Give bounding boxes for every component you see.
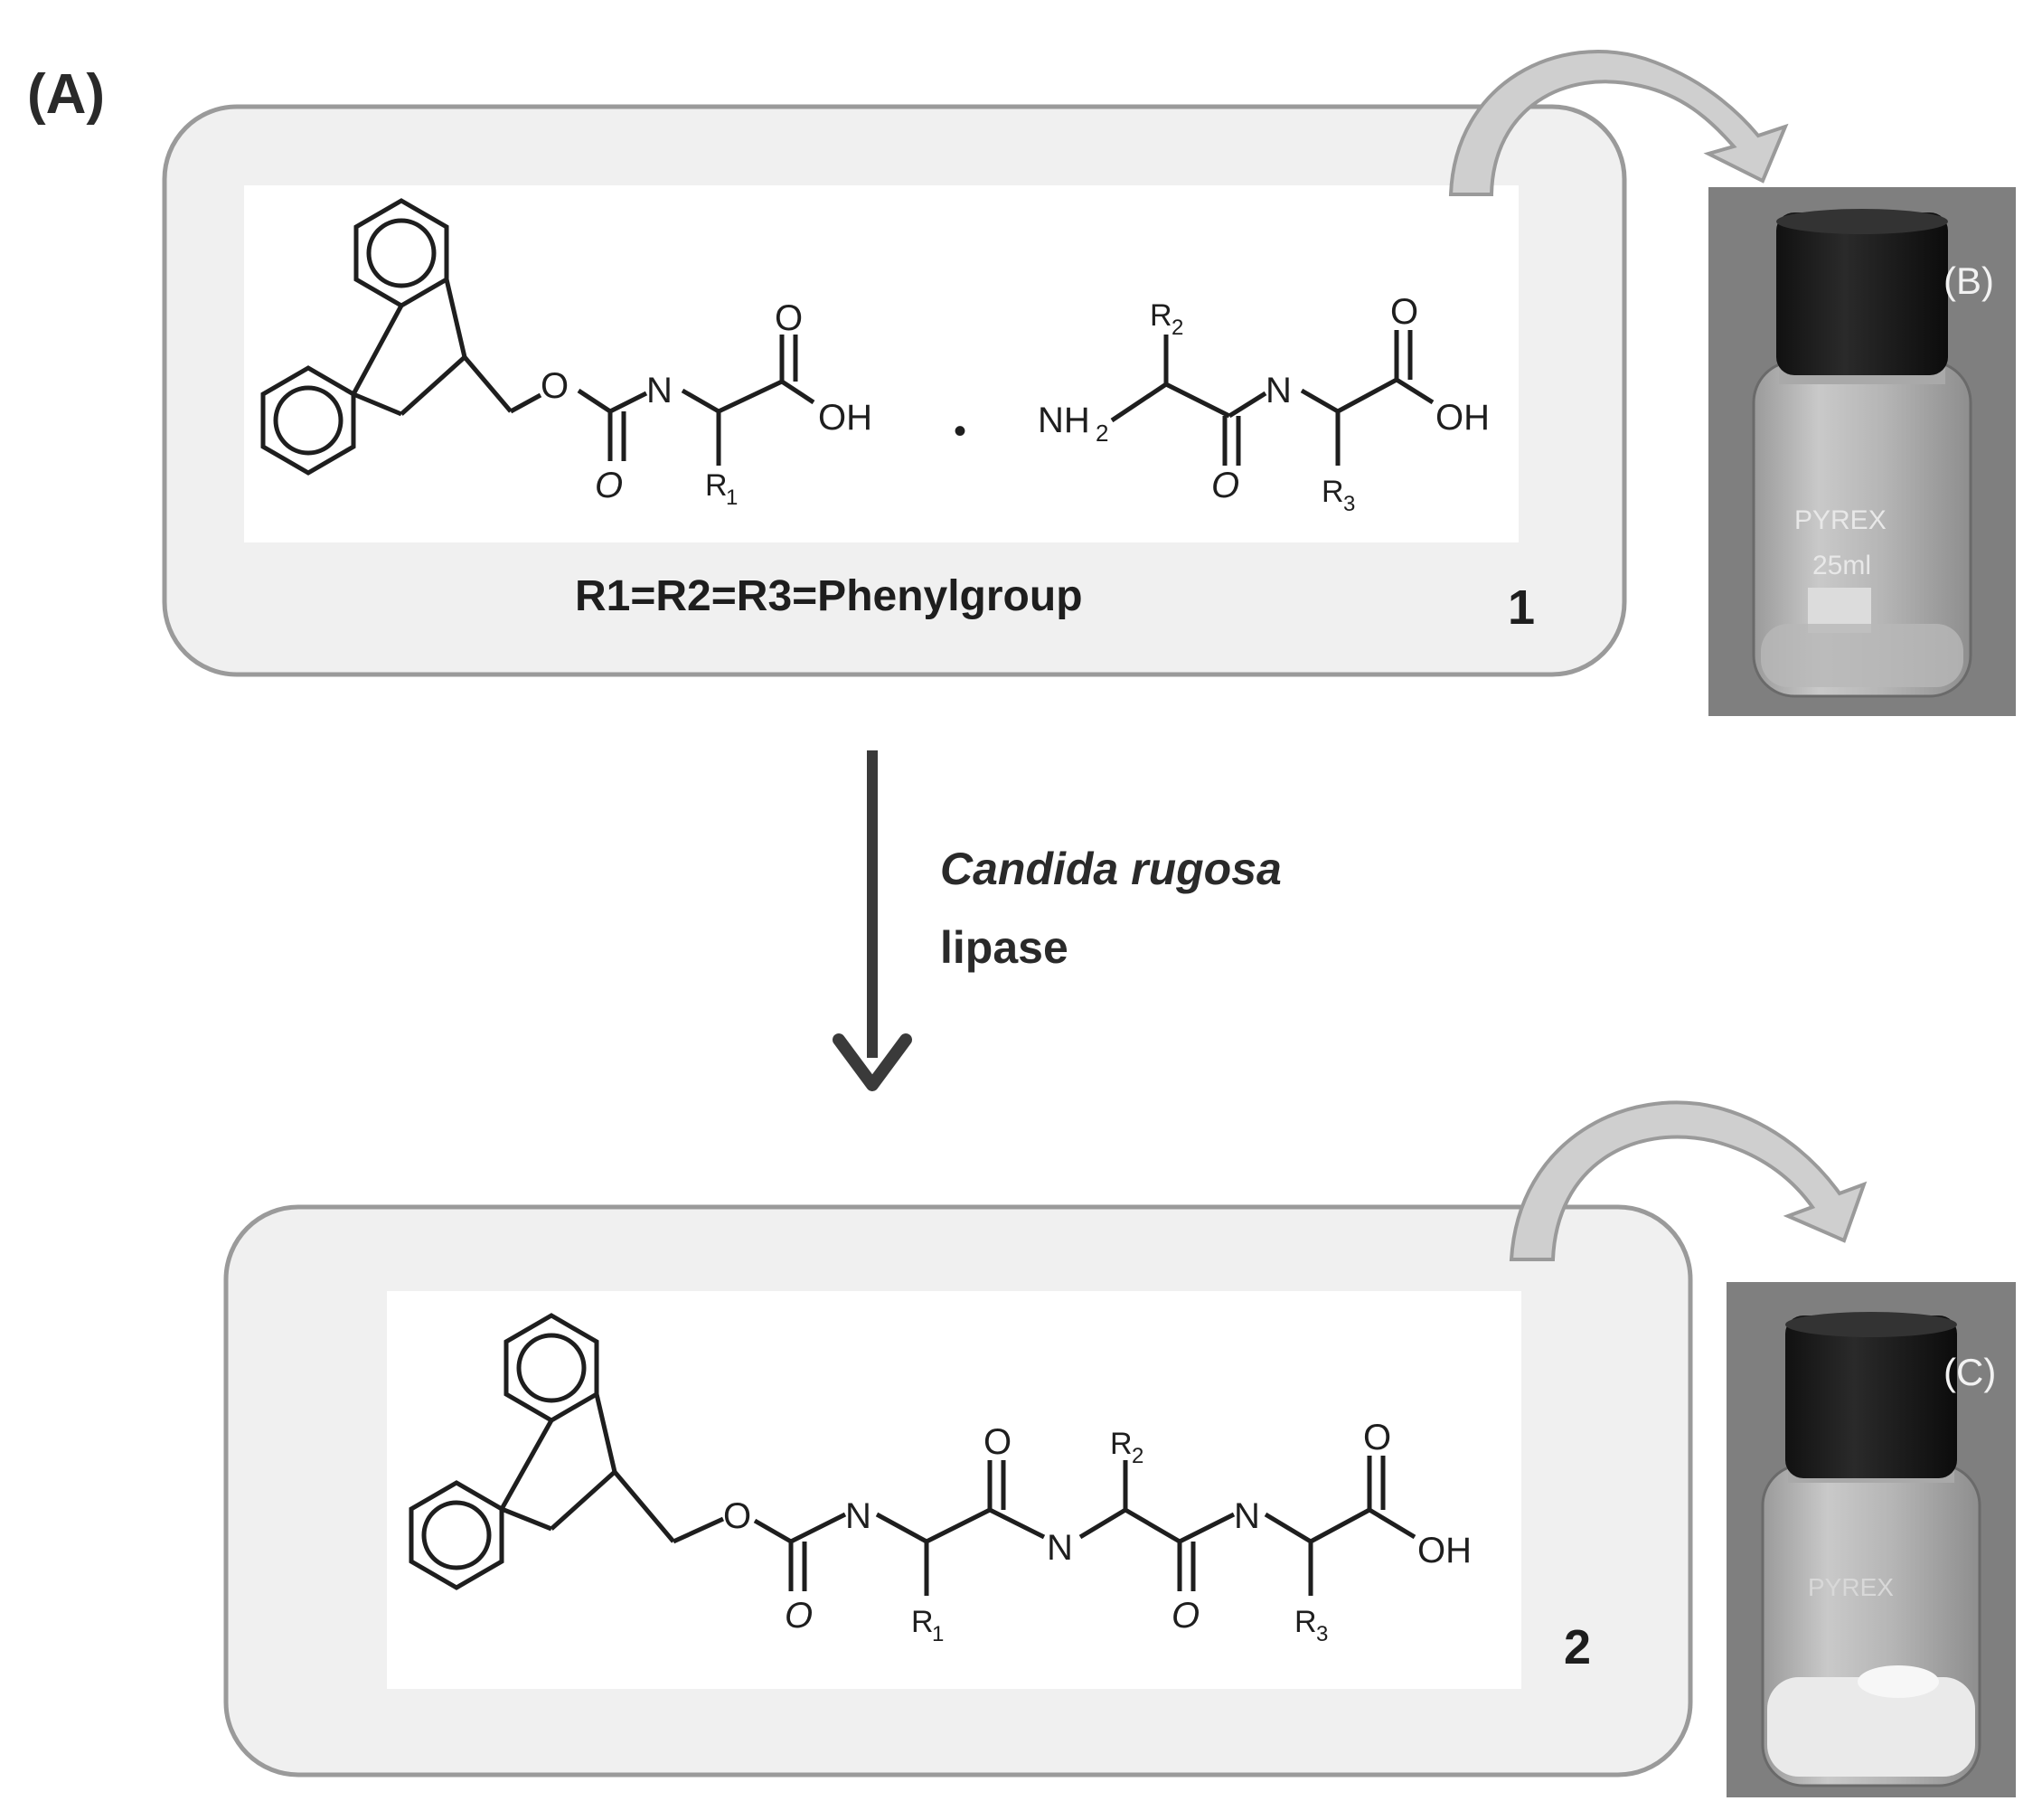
atom-r2: R (1150, 298, 1172, 333)
atom-r3-sub: 3 (1343, 492, 1355, 516)
atom-oh: OH (1435, 398, 1490, 438)
product-labels: O N O R 1 O N R 2 O N R 3 O OH (723, 1418, 1472, 1646)
atom-r3: R (1322, 475, 1344, 509)
photo-c: PYREX (C) (1727, 1282, 2016, 1797)
atom-r2: R (1110, 1427, 1133, 1461)
atom-n: N (1266, 371, 1292, 410)
atom-nh: NH (1038, 401, 1090, 440)
enzyme-type: lipase (940, 922, 1068, 973)
atom-n: N (646, 371, 673, 410)
photo-b: PYREX 25ml (B) (1708, 187, 2016, 716)
product-structure (409, 1313, 1416, 1596)
atom-n: N (1047, 1528, 1073, 1568)
atom-o: O (775, 298, 803, 338)
reaction-arrow (833, 750, 912, 1091)
atom-r: R (705, 468, 728, 503)
compound-2-structure-area (387, 1291, 1521, 1689)
substituent-note: R1=R2=R3=Phenylgroup (575, 572, 1083, 620)
bottle-volume: 25ml (1812, 551, 1871, 580)
photo-c-label: (C) (1943, 1351, 1996, 1393)
atom-o: O (1211, 466, 1239, 505)
compound-1-number: 1 (1508, 580, 1535, 635)
atom-o: O (983, 1422, 1012, 1462)
bottle-brand: PYREX (1794, 505, 1887, 535)
atom-r-sub: 1 (726, 486, 738, 510)
photo-b-label: (B) (1943, 259, 1994, 302)
fmoc-structure-1 (260, 198, 815, 476)
atom-nh-sub: 2 (1096, 420, 1108, 447)
atom-oh: OH (1417, 1531, 1472, 1570)
atom-r1: R (911, 1605, 934, 1639)
atom-r3: R (1294, 1605, 1317, 1639)
compound-2-number: 2 (1564, 1620, 1591, 1674)
atom-o: O (1172, 1596, 1200, 1636)
atom-o: O (1390, 292, 1418, 332)
fmoc-labels-1: O N O O OH R 1 (541, 298, 872, 510)
atom-n: N (845, 1496, 871, 1536)
atom-oh: OH (818, 398, 872, 438)
atom-r2-sub: 2 (1132, 1444, 1143, 1468)
bottle-liquid (1761, 624, 1963, 687)
enzyme-name: Candida rugosa (940, 844, 1282, 894)
atom-o: O (595, 466, 623, 505)
atom-o: O (785, 1596, 813, 1636)
bottle-cap (1785, 1315, 1957, 1478)
atom-o: O (1363, 1418, 1391, 1457)
bottle-brand: PYREX (1808, 1573, 1894, 1601)
panel-label: (A) (27, 63, 105, 126)
atom-r1-sub: 1 (932, 1622, 944, 1646)
atom-o: O (723, 1496, 751, 1536)
atom-o: O (541, 366, 569, 406)
atom-r3-sub: 3 (1316, 1622, 1328, 1646)
salt-separator: • (954, 411, 966, 451)
bottle-cap (1776, 212, 1948, 375)
atom-r2-sub: 2 (1172, 316, 1183, 340)
dipeptide-labels: NH 2 R 2 O N R 3 O OH (1038, 292, 1490, 516)
gel-sample (1767, 1677, 1975, 1777)
compound-2-box: O N O R 1 O N R 2 O N R 3 O OH 2 (223, 1204, 1693, 1778)
curved-arrow-b (1448, 50, 1789, 196)
dipeptide-structure (1110, 330, 1435, 466)
atom-n: N (1234, 1496, 1260, 1536)
curved-arrow-c (1509, 1100, 1868, 1261)
compound-1-box: O N O O OH R 1 • (162, 104, 1627, 677)
